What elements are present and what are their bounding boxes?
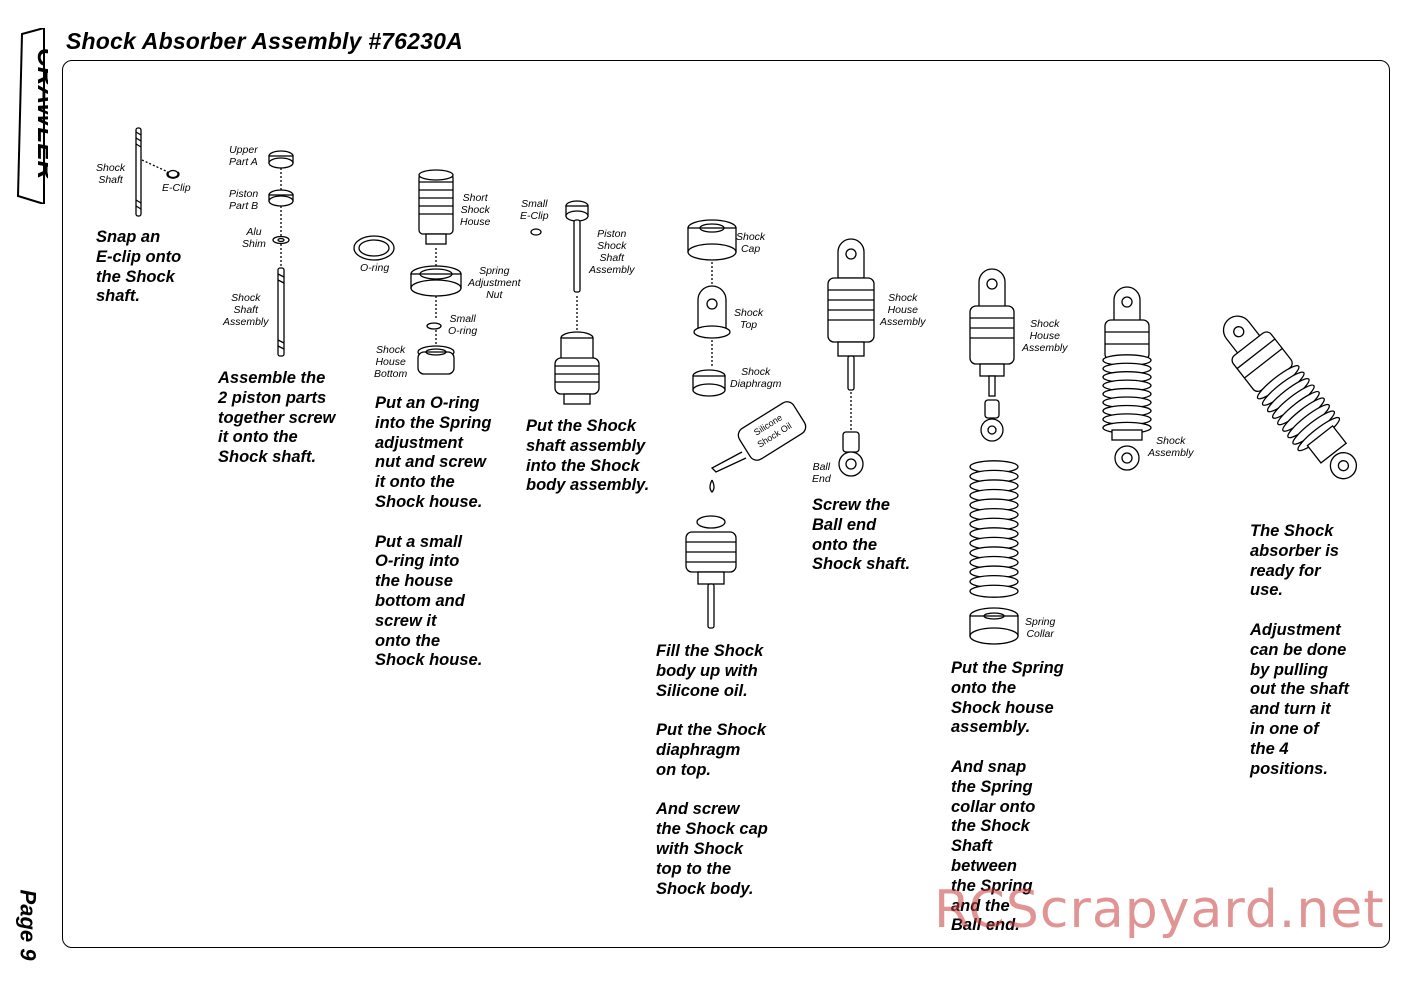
label-shock-top: Shock Top bbox=[734, 307, 764, 331]
step-1-text: Snap an E-clip onto the Shock shaft. bbox=[96, 228, 182, 306]
piston-shaft-assembly-illustration bbox=[530, 200, 600, 405]
label-shock-assembly: Shock Assembly bbox=[1148, 435, 1194, 459]
label-shock-shaft: Shock Shaft bbox=[96, 162, 126, 186]
label-piston-part-b: Piston Part B bbox=[229, 188, 259, 212]
content-frame bbox=[62, 60, 1390, 948]
assembled-shock-illustration bbox=[1102, 286, 1152, 471]
label-alu-shim: Alu Shim bbox=[242, 226, 266, 250]
label-e-clip: E-Clip bbox=[162, 182, 191, 194]
shock-shaft-illustration bbox=[135, 127, 142, 217]
label-short-shock-house: Short Shock House bbox=[460, 192, 491, 228]
piston-illustration bbox=[268, 150, 294, 357]
page-title: Shock Absorber Assembly #76230A bbox=[66, 28, 463, 54]
step-6-text: Screw the Ball end onto the Shock shaft. bbox=[812, 496, 911, 574]
label-piston-shock-shaft-assembly: Piston Shock Shaft Assembly bbox=[589, 228, 635, 276]
filled-body-illustration bbox=[685, 515, 737, 629]
step-2-text: Assemble the 2 piston parts together scr… bbox=[218, 369, 336, 467]
label-shock-house-assembly-2: Shock House Assembly bbox=[1022, 318, 1068, 354]
label-spring-collar: Spring Collar bbox=[1025, 616, 1056, 640]
watermark: RCScrapyard.net bbox=[934, 880, 1385, 940]
label-shock-house-assembly-1: Shock House Assembly bbox=[880, 292, 926, 328]
shock-house-illustration bbox=[353, 169, 462, 375]
step-8-text: The Shock absorber is ready for use. Adj… bbox=[1250, 522, 1349, 778]
shock-cap-illustration bbox=[687, 219, 737, 397]
step-7-text: Put the Spring onto the Shock house asse… bbox=[951, 659, 1064, 935]
label-upper-part-a: Upper Part A bbox=[229, 144, 258, 168]
label-small-o-ring: Small O-ring bbox=[448, 313, 478, 337]
e-clip-illustration bbox=[141, 159, 180, 179]
label-o-ring: O-ring bbox=[360, 262, 390, 274]
label-shock-diaphragm: Shock Diaphragm bbox=[730, 366, 782, 390]
step-3-text: Put an O-ring into the Spring adjustment… bbox=[375, 394, 492, 670]
label-small-e-clip: Small E-Clip bbox=[520, 198, 549, 222]
finished-shock-illustration bbox=[1222, 315, 1358, 480]
step-5-text: Fill the Shock body up with Silicone oil… bbox=[656, 642, 768, 898]
label-ball-end: Ball End bbox=[812, 461, 831, 485]
crawler-logo: CRAWLER bbox=[16, 28, 48, 204]
spring-collar-illustration bbox=[969, 607, 1019, 645]
spring-coil bbox=[969, 584, 1019, 598]
step-4-text: Put the Shock shaft assembly into the Sh… bbox=[526, 417, 650, 495]
oil-bottle-illustration bbox=[709, 401, 807, 493]
label-spring-adjustment-nut: Spring Adjustment Nut bbox=[468, 265, 521, 301]
shock-house-assembly-illustration bbox=[827, 238, 875, 477]
label-shock-cap: Shock Cap bbox=[736, 231, 766, 255]
logo-text: CRAWLER bbox=[32, 48, 48, 180]
shock-with-ball-end-illustration bbox=[969, 268, 1015, 442]
spring-illustration bbox=[969, 460, 1019, 598]
label-shock-shaft-assembly: Shock Shaft Assembly bbox=[223, 292, 269, 328]
label-shock-house-bottom: Shock House Bottom bbox=[374, 344, 408, 380]
